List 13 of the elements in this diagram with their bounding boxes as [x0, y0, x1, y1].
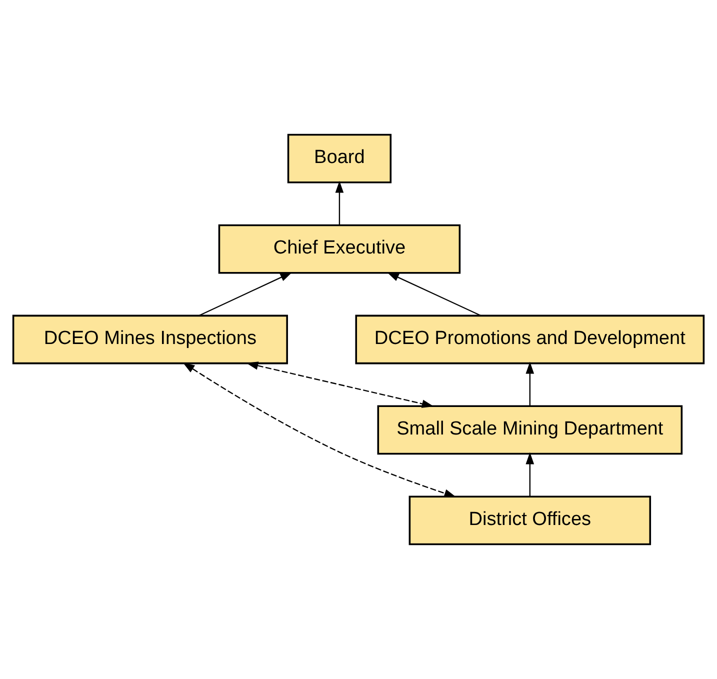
arrow	[526, 452, 534, 497]
node-box: Small Scale Mining Department	[377, 405, 683, 455]
node-box: Chief Executive	[218, 224, 461, 274]
arrow	[335, 180, 344, 226]
arrow	[526, 362, 534, 406]
node-box: Board	[287, 134, 392, 184]
arrow	[198, 272, 292, 316]
arrow	[246, 362, 434, 408]
arrow	[387, 272, 482, 316]
node-box: DCEO Promotions and Development	[355, 314, 705, 364]
arrow	[182, 362, 456, 498]
node-box: District Offices	[408, 496, 652, 546]
node-box: DCEO Mines Inspections	[12, 314, 288, 364]
